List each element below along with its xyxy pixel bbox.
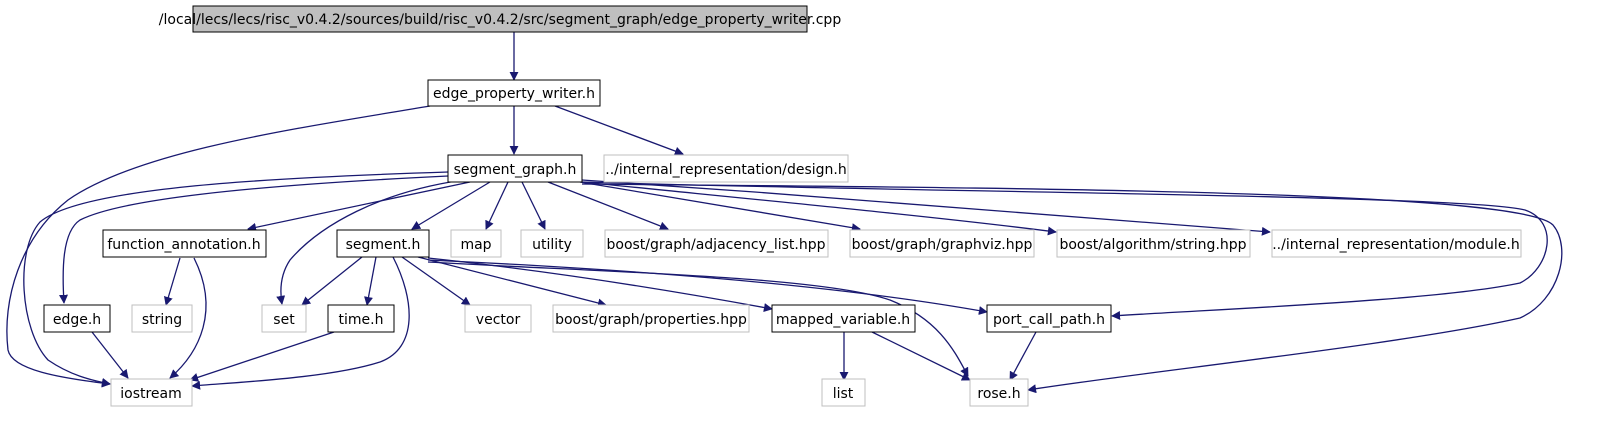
edge-segment-to-vector	[401, 256, 471, 306]
edge-port-call-path-to-rose	[1009, 331, 1037, 381]
nodes: /local/lecs/lecs/risc_v0.4.2/sources/bui…	[43, 5, 1522, 407]
node-root[interactable]: /local/lecs/lecs/risc_v0.4.2/sources/bui…	[159, 5, 842, 33]
edge-edge-property-writer-to-design	[554, 105, 684, 156]
edge-segment-graph-to-graphviz	[579, 181, 861, 233]
edge-segment-to-set	[301, 256, 363, 306]
node-adjacency-list: boost/graph/adjacency_list.hpp	[604, 229, 829, 258]
node-vector: vector	[464, 304, 532, 333]
edge-segment-graph-to-rose	[581, 183, 1563, 394]
node-string: string	[131, 304, 193, 333]
node-port-call-path[interactable]: port_call_path.h	[986, 304, 1112, 333]
node-map-label: map	[460, 237, 491, 253]
edge-segment-to-properties	[417, 256, 607, 308]
node-root-label: /local/lecs/lecs/risc_v0.4.2/sources/bui…	[159, 12, 842, 28]
node-edge[interactable]: edge.h	[43, 304, 111, 333]
node-time-label: time.h	[339, 312, 384, 328]
edges	[6, 32, 1563, 394]
node-algorithm-string-label: boost/algorithm/string.hpp	[1059, 237, 1246, 253]
node-algorithm-string: boost/algorithm/string.hpp	[1056, 229, 1251, 258]
edge-segment-graph-to-utility	[521, 181, 546, 230]
node-list-label: list	[833, 386, 854, 402]
node-function-annotation[interactable]: function_annotation.h	[102, 229, 267, 258]
edge-edge-property-writer-to-iostream	[6, 105, 431, 388]
node-module: ../internal_representation/module.h	[1271, 229, 1522, 258]
edge-segment-to-mapped-variable	[427, 257, 773, 312]
edge-function-annotation-to-string	[163, 257, 181, 306]
node-time[interactable]: time.h	[327, 304, 395, 333]
node-vector-label: vector	[476, 312, 521, 328]
node-set: set	[261, 304, 307, 333]
edge-segment-graph-to-map	[485, 181, 509, 230]
node-segment-label: segment.h	[346, 237, 421, 253]
node-edge-property-writer[interactable]: edge_property_writer.h	[427, 79, 601, 107]
edge-segment-graph-to-set	[276, 179, 464, 305]
edge-time-to-iostream	[189, 331, 335, 382]
node-properties: boost/graph/properties.hpp	[552, 304, 750, 333]
node-design-label: ../internal_representation/design.h	[605, 162, 847, 178]
edge-segment-graph-to-function-annotation	[247, 181, 471, 232]
edge-mapped-variable-to-rose	[871, 331, 971, 381]
node-edge-property-writer-label: edge_property_writer.h	[433, 86, 595, 102]
node-function-annotation-label: function_annotation.h	[107, 237, 260, 253]
node-rose: rose.h	[969, 378, 1029, 407]
edge-segment-to-time	[364, 256, 377, 306]
node-iostream: iostream	[110, 378, 193, 407]
edge-segment-graph-to-segment	[411, 181, 491, 230]
node-segment-graph[interactable]: segment_graph.h	[447, 154, 583, 183]
edge-segment-to-port-call-path	[427, 259, 988, 315]
node-segment-graph-label: segment_graph.h	[454, 162, 577, 178]
node-utility: utility	[520, 229, 584, 258]
edge-function-annotation-to-iostream	[169, 257, 207, 379]
node-port-call-path-label: port_call_path.h	[993, 312, 1105, 328]
node-iostream-label: iostream	[120, 386, 182, 402]
edge-segment-to-rose	[427, 261, 969, 377]
node-rose-label: rose.h	[977, 386, 1020, 402]
node-mapped-variable[interactable]: mapped_variable.h	[771, 304, 916, 333]
edge-segment-graph-to-adjacency-list	[547, 181, 669, 231]
node-graphviz: boost/graph/graphviz.hpp	[849, 229, 1035, 258]
edge-edge-to-iostream	[91, 331, 129, 379]
node-module-label: ../internal_representation/module.h	[1272, 237, 1520, 253]
edge-segment-graph-to-algorithm-string	[581, 181, 1057, 236]
node-segment[interactable]: segment.h	[336, 229, 430, 258]
edge-segment-to-iostream	[191, 256, 410, 390]
node-list: list	[821, 378, 866, 407]
node-string-label: string	[142, 312, 182, 328]
node-set-label: set	[273, 312, 295, 328]
node-edge-label: edge.h	[53, 312, 101, 328]
edge-segment-graph-to-iostream	[23, 171, 449, 387]
node-map: map	[450, 229, 502, 258]
node-properties-label: boost/graph/properties.hpp	[555, 312, 747, 328]
node-design: ../internal_representation/design.h	[603, 154, 849, 183]
edge-segment-graph-to-port-call-path	[581, 181, 1548, 320]
node-adjacency-list-label: boost/graph/adjacency_list.hpp	[607, 237, 826, 253]
node-utility-label: utility	[532, 237, 572, 253]
node-mapped-variable-label: mapped_variable.h	[776, 312, 910, 328]
edge-segment-graph-to-edge	[59, 175, 449, 304]
node-graphviz-label: boost/graph/graphviz.hpp	[852, 237, 1033, 253]
